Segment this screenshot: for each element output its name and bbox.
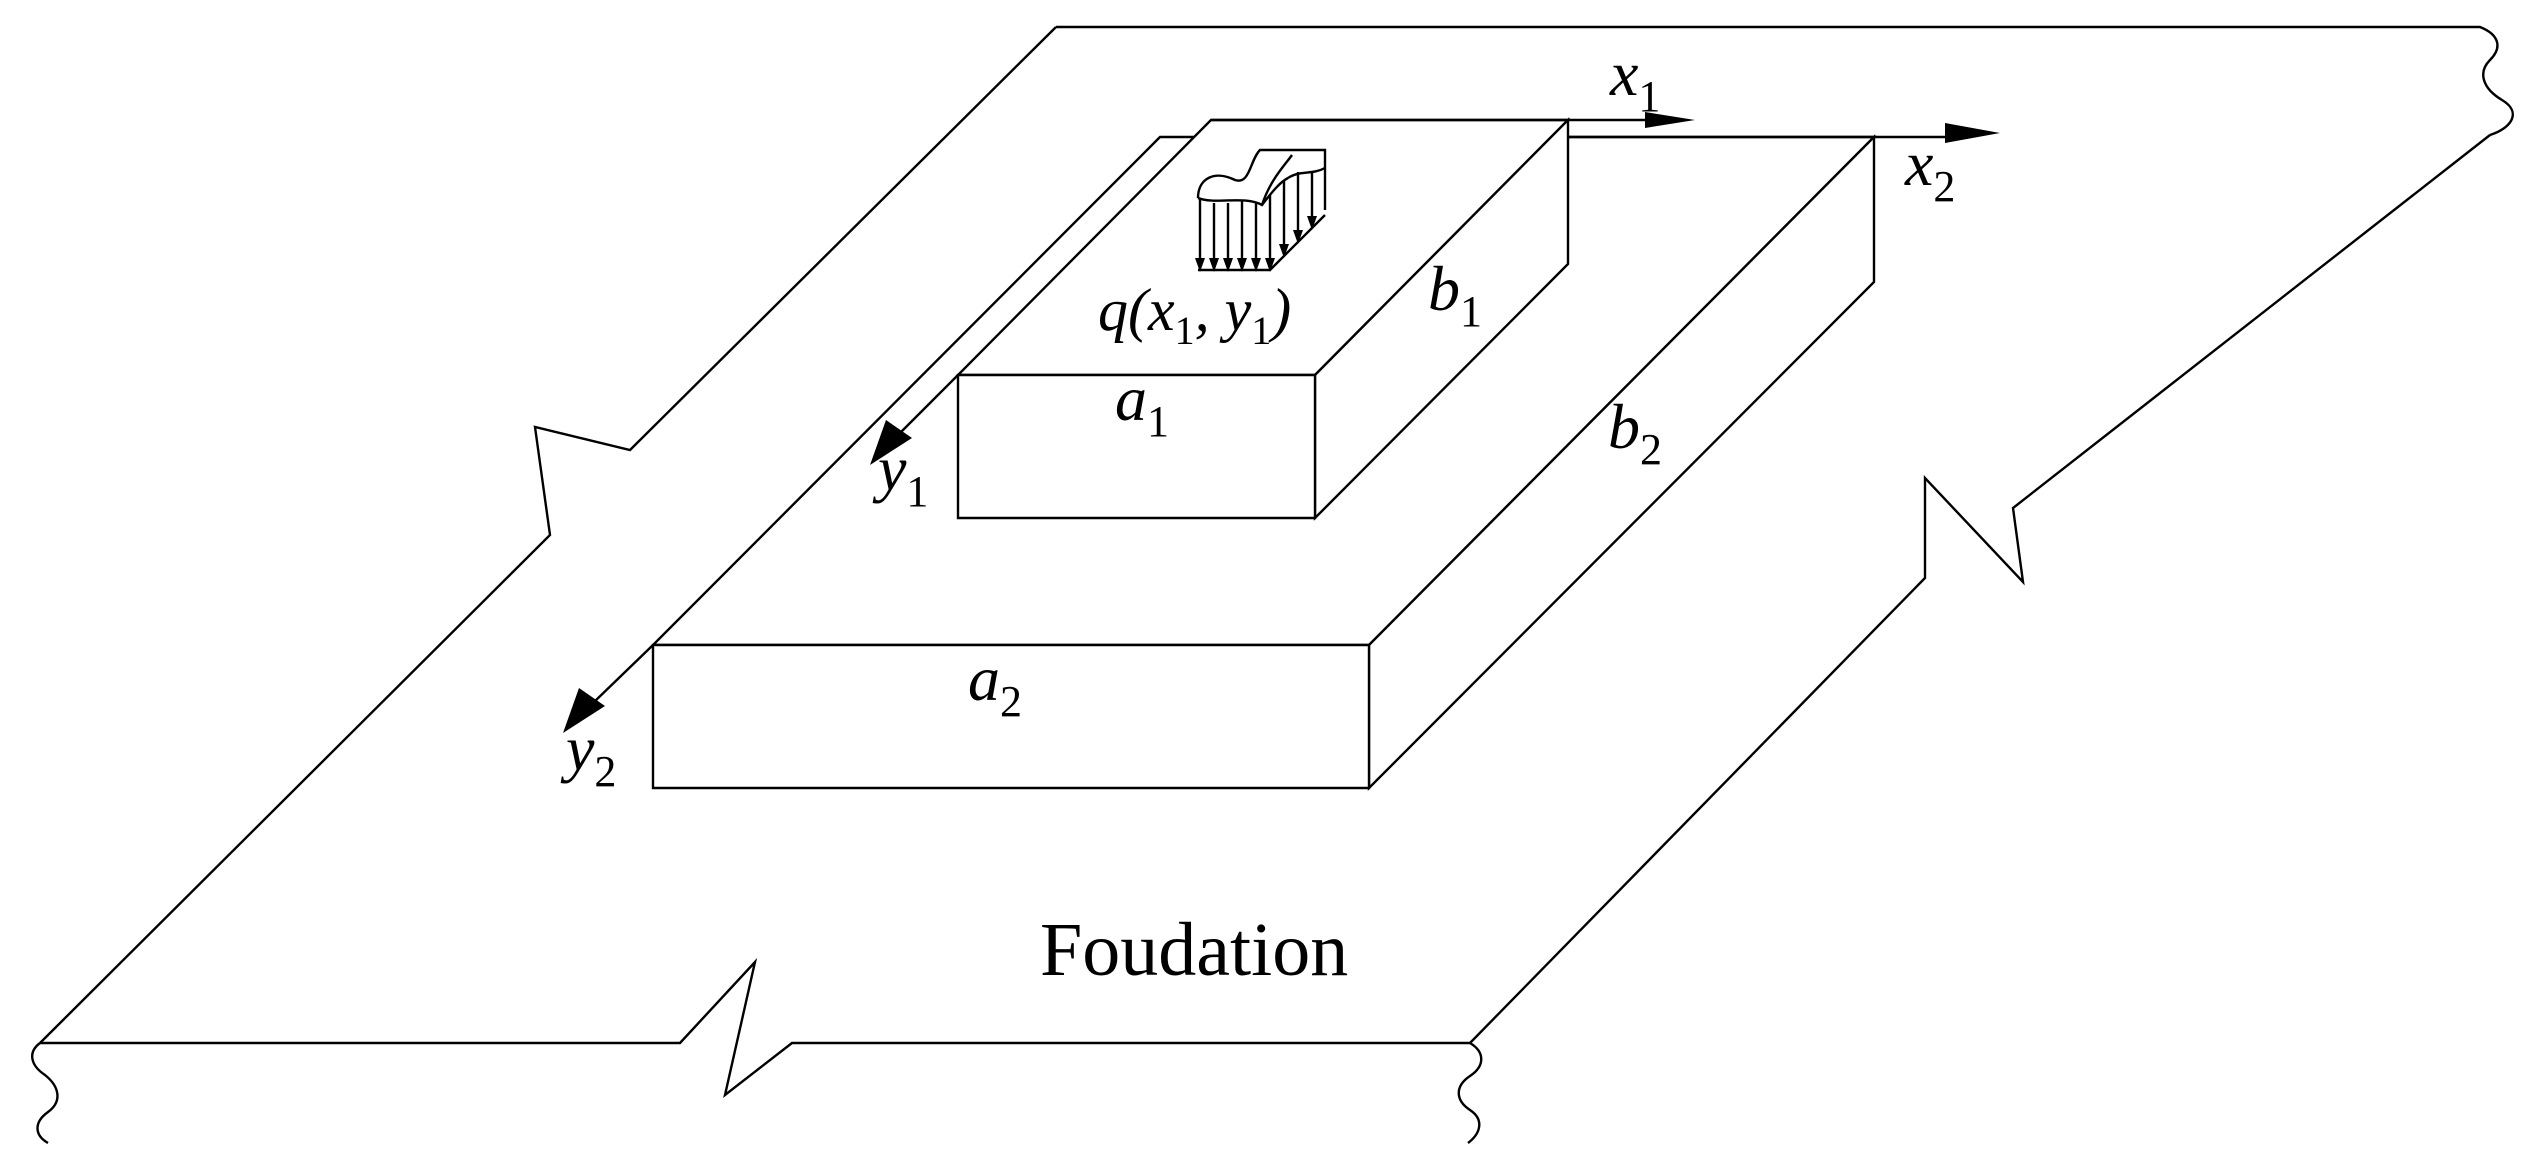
x1-axis <box>1211 112 1695 128</box>
foundation-bottom-edge <box>40 957 1470 1098</box>
foundation-top-edge <box>1056 25 2514 137</box>
upper-block-front-face <box>956 373 1317 520</box>
a1-label: a1 <box>1115 363 1169 446</box>
load-outline-side <box>1260 154 1326 206</box>
load-label: q(x1, y1) <box>1098 277 1291 353</box>
y2-arrowhead <box>563 688 605 733</box>
y1-axis <box>870 374 959 465</box>
x1-arrowhead <box>1645 112 1695 128</box>
load-distribution <box>1195 148 1327 272</box>
load-arrows <box>1195 172 1317 272</box>
x2-arrowhead <box>1945 123 2000 143</box>
foundation-bottom-left-wave <box>31 1042 59 1145</box>
x2-axis <box>1568 123 2000 143</box>
lower-block-front-face <box>651 643 1371 790</box>
y1-arrowhead <box>870 420 912 465</box>
y2-axis <box>563 644 654 733</box>
foundation-right-edge <box>1469 134 2491 1044</box>
y1-label: y1 <box>872 433 928 516</box>
load-outline-top <box>1196 148 1327 210</box>
b1-label: b1 <box>1428 253 1482 336</box>
a2-label: a2 <box>968 643 1022 726</box>
foundation-label: Foudation <box>1040 908 1348 992</box>
foundation-plate <box>31 25 2514 1145</box>
y2-label: y2 <box>560 713 616 796</box>
foundation-bottom-right-wave <box>1457 1041 1483 1144</box>
x2-label: x2 <box>1904 128 1955 211</box>
foundation-left-edge <box>39 26 1057 1044</box>
x1-label: x1 <box>1609 38 1660 121</box>
b2-label: b2 <box>1608 391 1662 474</box>
